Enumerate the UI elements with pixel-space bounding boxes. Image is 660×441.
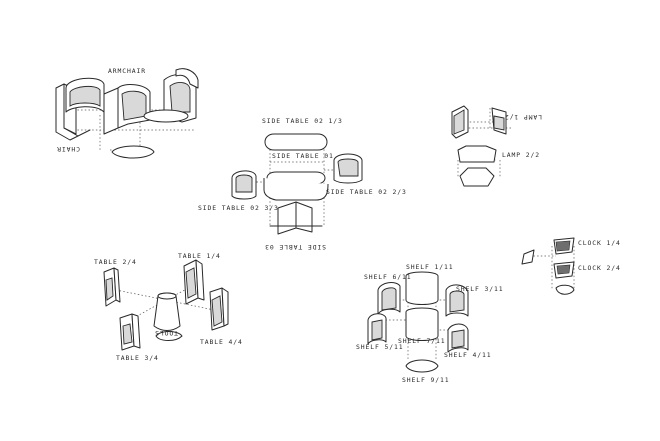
lamp-group: LAMP 1/2 LAMP 2/2 [451,105,542,187]
label-side-table-03: SIDE TABLE 03 [264,243,326,251]
label-shelf-4: SHELF 4/11 [444,351,491,359]
table-part-1 [183,259,205,305]
label-side-table-01: SIDE TABLE 01 [272,152,334,160]
shelf-group: SHELF 1/11 SHELF 6/11 SHELF 3/11 SHELF 7… [356,263,503,384]
table-part-2 [103,267,121,307]
label-lamp-1: LAMP 1/2 [504,113,542,121]
table-part-3 [119,313,141,351]
label-lamp-2: LAMP 2/2 [502,151,540,159]
clock-group: CLOCK 1/4 CLOCK 2/4 [521,237,621,295]
lamp-cap-part [457,145,497,163]
label-armchair: ARMCHAIR [108,67,146,75]
label-shelf-7: SHELF 7/11 [398,337,445,345]
table-group: TABLE 2/4 TABLE 1/4 TOOLS TABLE 3/4 TABL… [94,252,243,362]
side-table-03-part [269,201,323,235]
label-shelf-6: SHELF 6/11 [364,273,411,281]
label-clock-1: CLOCK 1/4 [578,239,621,247]
shelf-part-7 [405,307,439,341]
shelf-part-5 [367,313,387,345]
lamp-shade-left-part [451,105,469,139]
side-table-02-right-part [333,153,363,184]
label-side-table-02-3: SIDE TABLE 02 3/3 [198,204,279,212]
armchair-base-part [111,145,155,159]
armchair-body-part [103,84,151,135]
label-side-table-02-1: SIDE TABLE 02 1/3 [262,117,343,125]
label-side-table-02-2: SIDE TABLE 02 2/3 [326,188,407,196]
label-shelf-9: SHELF 9/11 [402,376,449,384]
side-table-01-part [263,171,329,201]
label-shelf-3: SHELF 3/11 [456,285,503,293]
side-table-02-top-part [264,133,328,151]
lamp-base-part [459,167,495,187]
clock-part-3 [521,249,535,265]
label-chair: CHAIR [56,145,80,153]
label-table-2: TABLE 2/4 [94,258,137,266]
side-table-group: SIDE TABLE 02 1/3 SIDE TABLE 01 SIDE TAB… [198,117,407,251]
label-shelf-1: SHELF 1/11 [406,263,453,271]
label-shelf-5: SHELF 5/11 [356,343,403,351]
shelf-part-1 [405,271,439,305]
clock-part-4 [555,284,575,295]
armchair-group: ARMCHAIR CHAIR [55,67,199,159]
shelf-part-6 [377,282,401,315]
label-tools: TOOLS [154,329,178,337]
shelf-part-3 [445,284,469,317]
armchair-seat-part [143,109,189,123]
lamp-shade-right-part [491,107,507,135]
table-part-4 [209,287,229,331]
tools-part [153,292,183,341]
label-table-4: TABLE 4/4 [200,338,243,346]
label-table-3: TABLE 3/4 [116,354,159,362]
label-clock-2: CLOCK 2/4 [578,264,621,272]
label-table-1: TABLE 1/4 [178,252,221,260]
armchair-back-part [65,77,105,113]
shelf-part-9 [405,359,439,373]
shelf-part-2 [447,323,469,353]
side-table-02-left-part [231,170,257,200]
